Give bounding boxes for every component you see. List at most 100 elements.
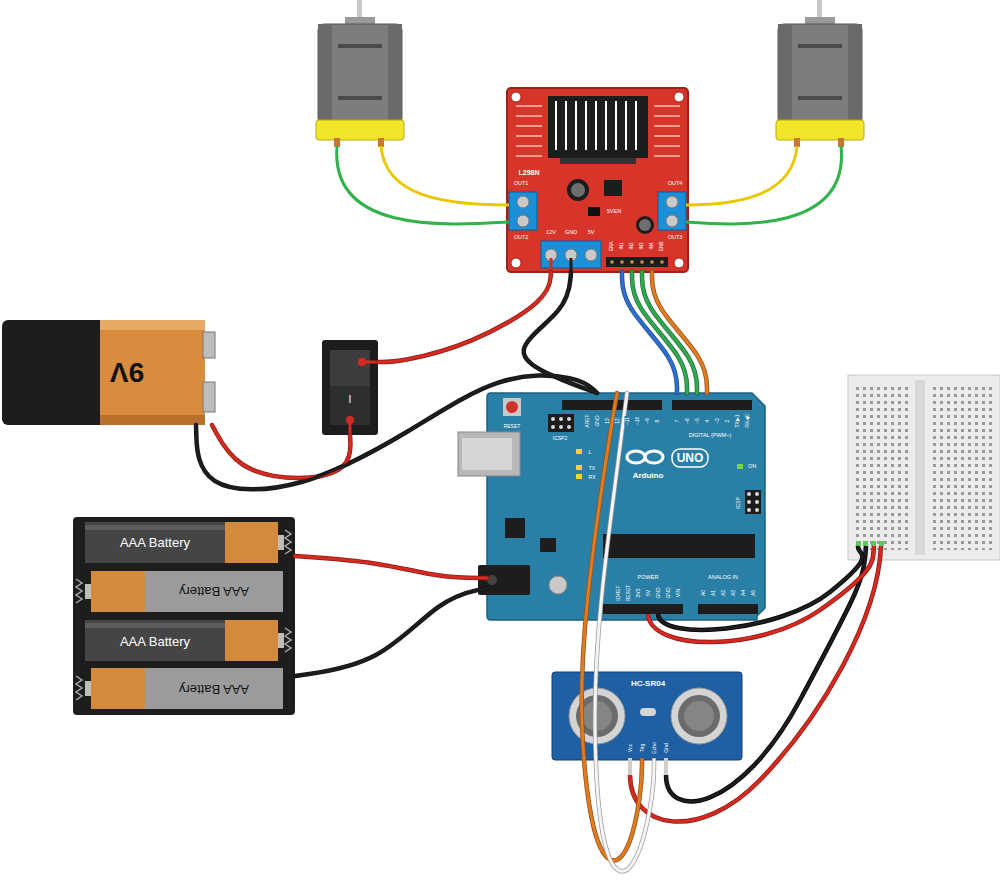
pin-label: Trig — [640, 744, 645, 752]
battery-body — [85, 620, 225, 661]
switch-rocker — [330, 350, 370, 386]
wire-outline — [196, 376, 597, 490]
icsp-header — [548, 414, 574, 432]
wire — [642, 272, 697, 393]
ultrasonic-sensor: HC-SR04VccTrigEchoGnd — [552, 672, 742, 760]
pin-label: IN1 — [620, 242, 625, 249]
pin-label: Gnd — [664, 743, 669, 752]
motor-slot — [338, 44, 382, 48]
usb-port-inner — [462, 438, 512, 470]
terminal-label: OUT3 — [668, 235, 683, 241]
battery-9v: 9V — [2, 320, 218, 425]
motor-wire — [337, 146, 509, 224]
wire — [524, 272, 597, 393]
battery-body — [145, 668, 283, 709]
power-wire — [648, 546, 874, 642]
led-label: RX — [588, 475, 597, 480]
screw — [666, 215, 678, 227]
terminal-label: OUT1 — [514, 181, 529, 187]
diode — [516, 155, 542, 157]
model-name: UNO — [677, 452, 704, 464]
diode — [516, 105, 542, 107]
motor-body — [318, 24, 402, 124]
battery-nub — [85, 584, 91, 599]
wire-outline — [582, 393, 642, 860]
pin — [755, 508, 759, 512]
led — [576, 465, 582, 470]
led — [576, 474, 582, 479]
transducer-mesh — [684, 701, 714, 731]
pin-label: 12 — [615, 417, 620, 425]
pin-label: 3V3 — [636, 588, 641, 599]
fin — [585, 101, 587, 150]
microcontroller — [603, 534, 755, 558]
motor-shade — [848, 24, 862, 124]
motor-tab — [378, 138, 384, 147]
logo — [627, 451, 645, 463]
breadboard-holes — [856, 385, 912, 550]
battery-nub — [278, 633, 284, 648]
battery-highlight — [100, 320, 205, 330]
connection-dot — [871, 541, 876, 546]
battery-highlight — [85, 525, 225, 530]
header-label: ANALOG IN — [708, 575, 738, 581]
motor-shade — [778, 24, 792, 124]
header-label: DIGITAL (PWM~) — [689, 433, 732, 439]
diode — [654, 125, 680, 127]
motor-slot — [338, 96, 382, 100]
pcb — [507, 88, 688, 272]
fin — [555, 101, 557, 150]
pin-label: IOREF — [616, 584, 621, 601]
mount-hole — [511, 258, 521, 268]
switch-mark: I — [349, 395, 352, 405]
battery-label: AAA Battery — [179, 585, 249, 598]
motor-slot — [798, 96, 842, 100]
breadboard-groove — [915, 380, 925, 555]
fin — [575, 101, 577, 150]
dc-motor — [776, 0, 864, 147]
arduino-board: RESETICSP2AREFGND1312~11~10~987~6~54~32T… — [487, 393, 765, 620]
jumper-label: 5VEN — [607, 209, 621, 215]
springs — [76, 530, 291, 700]
motor-driver-board: L298NOUT1OUT2OUT4OUT312VGND5V5VENENAIN1I… — [507, 88, 688, 272]
screw — [517, 196, 529, 208]
pin-label: Vcc — [628, 744, 633, 752]
spring — [76, 579, 82, 603]
pin-label: 8 — [655, 419, 660, 424]
pin — [651, 261, 654, 264]
pin-label: IN3 — [640, 242, 645, 249]
breadboard-holes — [929, 385, 992, 550]
pin-header — [562, 400, 662, 410]
fin — [635, 101, 637, 150]
voltage-label: 9V — [110, 358, 144, 386]
battery-pack: AAA BatteryAAA BatteryAAA BatteryAAA Bat… — [73, 517, 295, 715]
terminal-label: 5V — [588, 230, 595, 236]
crystal — [640, 708, 656, 716]
pin-label: IN4 — [650, 242, 655, 249]
sensor-pin — [664, 758, 668, 775]
pin-label: GND — [656, 586, 661, 599]
pin-label: ENB — [660, 241, 665, 250]
button-label: RESET — [504, 424, 521, 429]
motor-shade — [388, 24, 402, 124]
spring — [285, 628, 291, 652]
pin — [755, 500, 759, 504]
screw — [517, 215, 529, 227]
pin-label: ~3 — [715, 417, 720, 425]
terminal-label: 12V — [546, 230, 556, 236]
wire — [652, 272, 707, 393]
motor-wire — [686, 146, 842, 224]
pin-label: 5V — [646, 589, 651, 597]
header-label: ICSP2 — [553, 436, 567, 441]
wire — [212, 425, 351, 478]
spring — [285, 530, 291, 554]
power-wire — [630, 546, 881, 822]
pin-header — [606, 257, 668, 267]
header-label: POWER — [638, 575, 659, 581]
pin-label: VIN — [676, 588, 681, 598]
battery-cap — [91, 668, 145, 709]
led — [737, 464, 743, 469]
motor-tab — [838, 138, 844, 147]
pin-label: GND — [666, 586, 671, 599]
